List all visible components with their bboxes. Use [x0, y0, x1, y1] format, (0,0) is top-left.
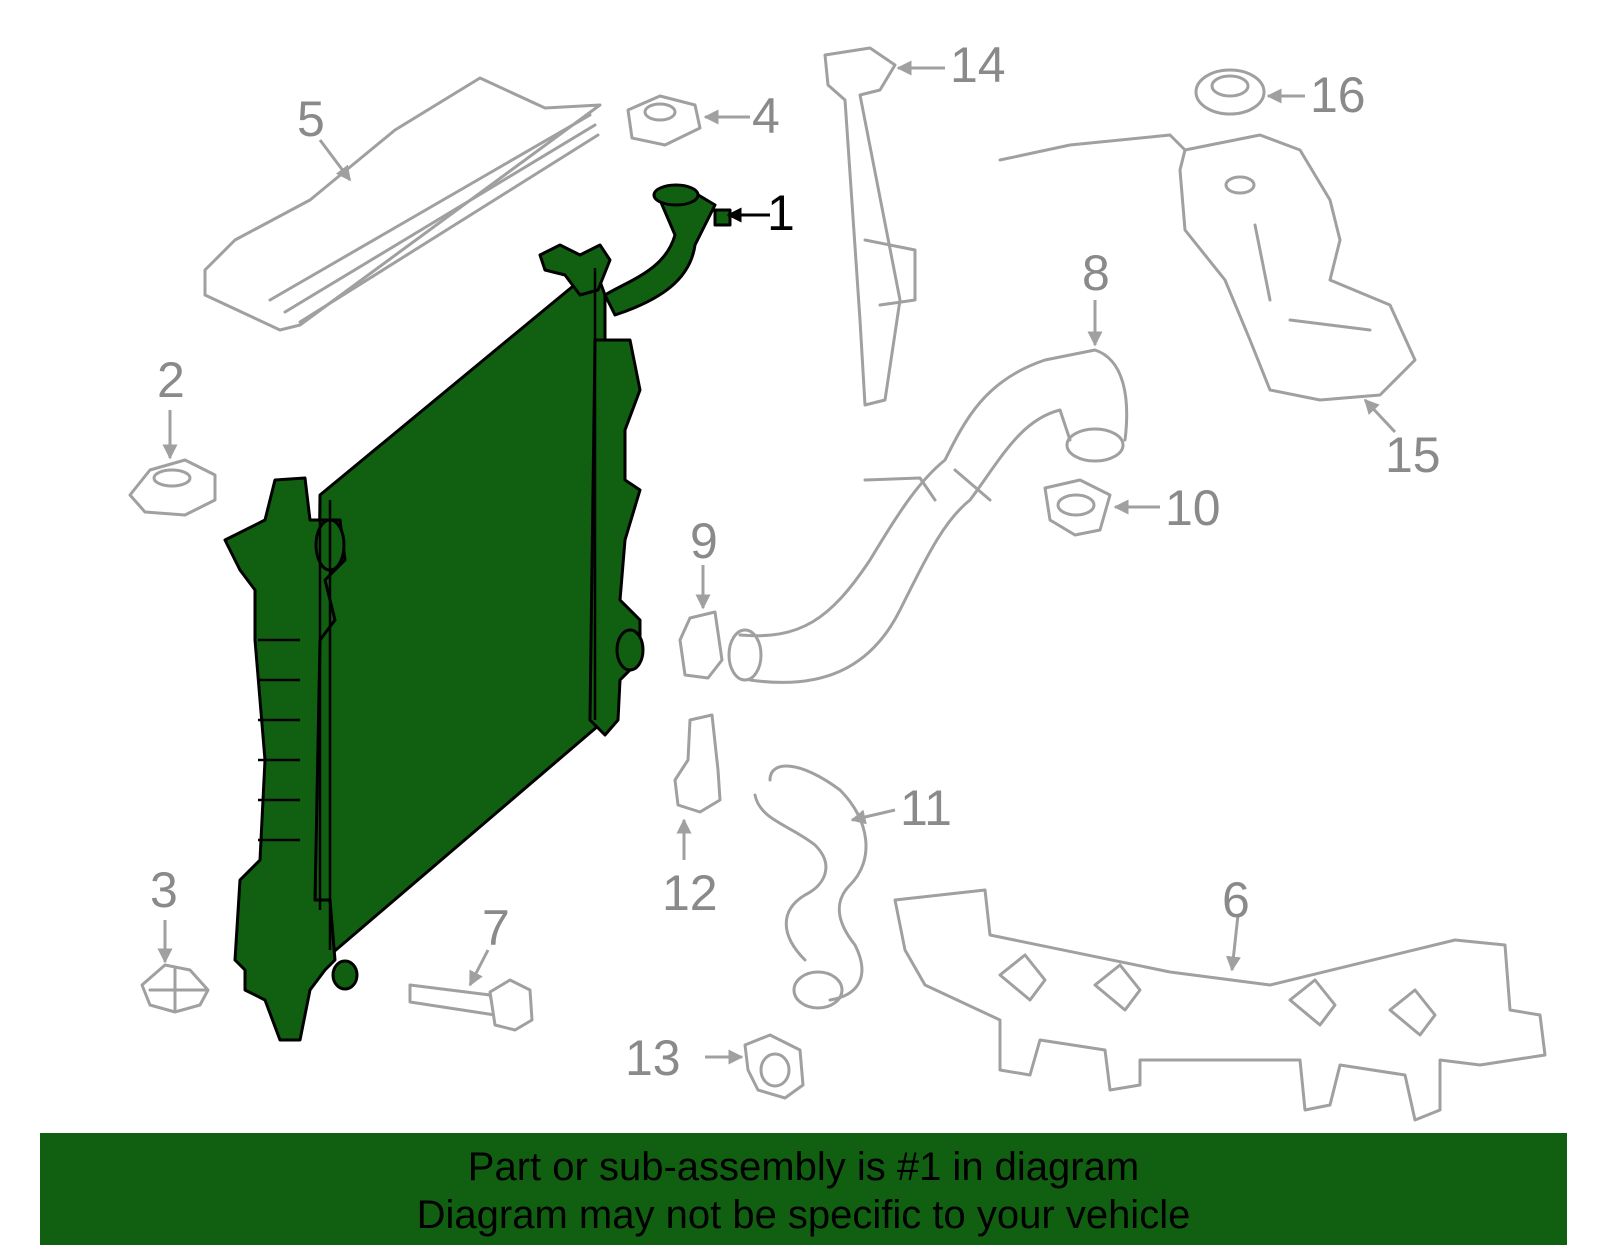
notice-banner: Part or sub-assembly is #1 in diagram Di… — [40, 1133, 1567, 1245]
leader-5 — [318, 139, 352, 182]
leader-lines — [157, 60, 1397, 1065]
callout-14: 14 — [950, 37, 1006, 93]
leader-6 — [1226, 914, 1241, 972]
callout-6: 6 — [1222, 872, 1250, 928]
part-4-cap — [626, 94, 702, 147]
part-14-bracket — [823, 46, 917, 407]
callout-13: 13 — [625, 1030, 681, 1086]
callout-1: 1 — [767, 185, 795, 241]
part-5-upper-shroud — [203, 76, 602, 332]
part-11-hose — [753, 764, 868, 1010]
banner-line-1: Part or sub-assembly is #1 in diagram — [467, 1145, 1140, 1189]
part-8-hose — [727, 348, 1129, 684]
callout-5: 5 — [297, 91, 325, 147]
callout-2: 2 — [157, 352, 185, 408]
callout-9: 9 — [690, 513, 718, 569]
callout-8: 8 — [1082, 245, 1110, 301]
part-6-lower-bracket — [893, 888, 1547, 1122]
callout-10: 10 — [1165, 480, 1221, 536]
part-13-clamp — [743, 1033, 805, 1100]
part-7-pin — [408, 978, 534, 1032]
callout-16: 16 — [1310, 67, 1366, 123]
leader-15 — [1363, 398, 1397, 434]
callout-4: 4 — [752, 88, 780, 144]
callout-7: 7 — [482, 900, 510, 956]
callout-12: 12 — [662, 865, 718, 921]
callout-15: 15 — [1385, 427, 1441, 483]
callout-3: 3 — [150, 862, 178, 918]
part-1-radiator — [223, 183, 732, 1042]
part-3-clip — [140, 963, 210, 1014]
part-2-cap — [128, 458, 217, 517]
part-10-clamp — [1043, 478, 1112, 537]
callout-11: 11 — [900, 780, 952, 836]
callout-labels: 1 2 3 4 5 6 7 8 9 10 11 12 13 14 15 16 — [150, 37, 1441, 1086]
part-9-clamp — [678, 610, 724, 680]
part-16-cap — [1194, 68, 1266, 116]
part-15-reservoir — [998, 133, 1417, 402]
part-12-clamp — [673, 713, 722, 814]
banner-line-2: Diagram may not be specific to your vehi… — [416, 1193, 1191, 1237]
leader-11 — [850, 808, 896, 825]
leader-7 — [468, 949, 490, 987]
